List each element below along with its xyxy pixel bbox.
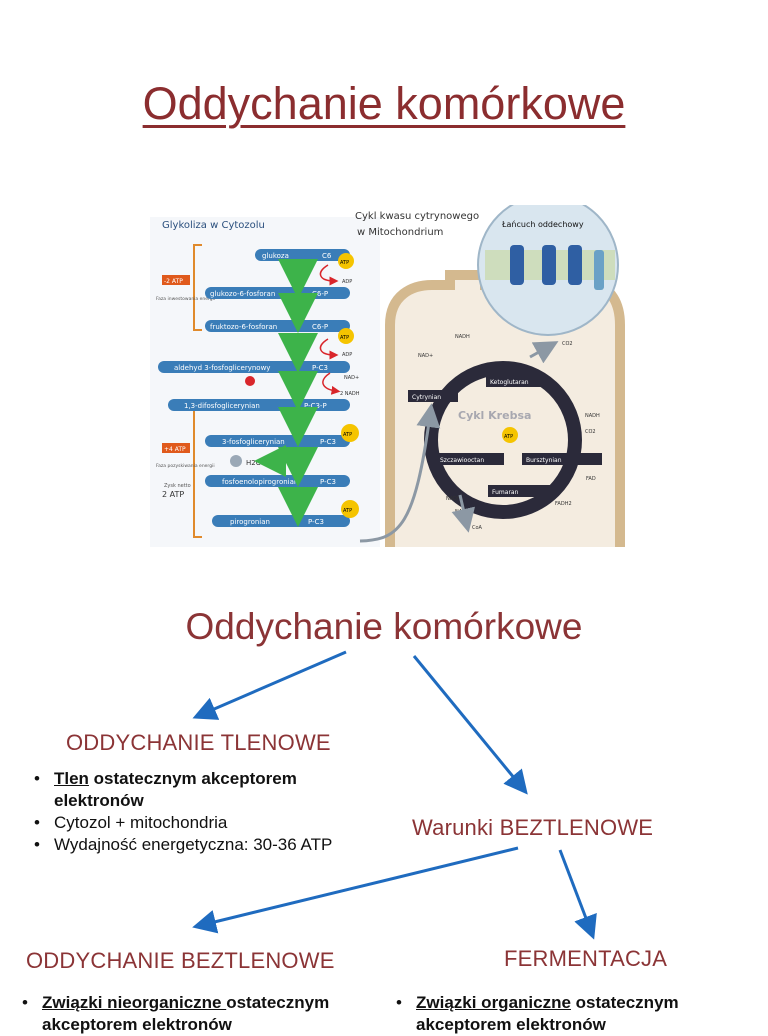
list-item: • Związki organiczne ostatecznym akcepto… bbox=[390, 992, 730, 1036]
anaerobic-heading: ODDYCHANIE BEZTLENOWE bbox=[26, 948, 335, 973]
list-item: • Związki nieorganiczne ostatecznym akce… bbox=[16, 992, 366, 1036]
anaerobic-list: • Związki nieorganiczne ostatecznym akce… bbox=[16, 992, 366, 1036]
step-formula: C6-P bbox=[312, 323, 328, 331]
nadh-label: NADH bbox=[585, 413, 600, 419]
respiration-figure: Glykoliza w Cytozolu -2 ATP Faza inwesto… bbox=[150, 194, 626, 551]
payoff-phase-label: Faza pozyskiwania energii bbox=[156, 463, 215, 469]
step-formula: C6-P bbox=[312, 290, 328, 298]
nadh-label: NADH bbox=[446, 496, 461, 502]
aerobic-location-text: Cytozol + mitochondria bbox=[54, 813, 228, 832]
co2-label: CO2 bbox=[585, 429, 596, 435]
step-formula: P-C3 bbox=[320, 438, 336, 446]
step-formula: C6 bbox=[322, 252, 332, 260]
bullet-dot: • bbox=[34, 835, 40, 854]
arrow-to-aerobic bbox=[192, 650, 347, 720]
step-label: fosfoenolopirogronian bbox=[222, 478, 298, 486]
aerobic-acceptor-term: Tlen bbox=[54, 769, 89, 788]
list-item: • Tlen ostatecznym akceptorem elektronów bbox=[28, 768, 368, 812]
bullet-dot: • bbox=[22, 993, 28, 1012]
step-formula: P-C3 bbox=[312, 364, 328, 372]
step-label: fruktozo-6-fosforan bbox=[210, 323, 277, 331]
bullet-dot: • bbox=[396, 993, 402, 1012]
water-label: H2O bbox=[246, 459, 262, 467]
nadh-label: 2 NADH bbox=[340, 391, 360, 397]
atp-label: ATP bbox=[343, 508, 352, 514]
step-label: aldehyd 3-fosfoglicerynowy bbox=[174, 364, 270, 372]
krebs-title-line1: Cykl kwasu cytrynowego bbox=[355, 211, 479, 222]
adp-label: ADP bbox=[342, 279, 352, 285]
coa-label: CoA bbox=[472, 525, 483, 531]
atp-label: ATP bbox=[504, 434, 513, 440]
step-label: 3-fosfoglicerynian bbox=[222, 438, 285, 446]
atp-label: ATP bbox=[343, 432, 352, 438]
electron-chain-title: Łańcuch oddechowy bbox=[501, 220, 584, 229]
page-title: Oddychanie komórkowe bbox=[142, 78, 626, 129]
szczawiooctan-label: Szczawiooctan bbox=[440, 457, 484, 464]
nad-label: NAD+ bbox=[418, 353, 433, 359]
step-label: pirogronian bbox=[230, 518, 270, 526]
fermentation-acceptor-term: Związki organiczne bbox=[416, 993, 571, 1012]
fadh2-label: FADH2 bbox=[555, 501, 572, 507]
arrow-to-fermentation bbox=[558, 849, 597, 940]
list-item: • Wydajność energetyczna: 30-36 ATP bbox=[28, 834, 368, 856]
step-formula: P-C3 bbox=[320, 478, 336, 486]
adp-label: ADP bbox=[342, 352, 352, 358]
plus-4-atp-label: +4 ATP bbox=[164, 446, 186, 453]
net-gain-label: Zysk netto bbox=[164, 483, 191, 489]
atp-label: ATP bbox=[340, 335, 349, 341]
minus-2-atp-label: -2 ATP bbox=[164, 278, 183, 285]
nadh-label: NADH bbox=[455, 334, 470, 340]
fad-label: FAD bbox=[586, 476, 596, 482]
arrow-to-anaerobic-conditions bbox=[412, 655, 528, 795]
atp-label: ATP bbox=[340, 260, 349, 266]
aerobic-heading: ODDYCHANIE TLENOWE bbox=[66, 730, 331, 755]
net-2-atp-label: 2 ATP bbox=[162, 490, 184, 499]
list-item: • Cytozol + mitochondria bbox=[28, 812, 368, 834]
anaerobic-conditions-heading: Warunki BEZTLENOWE bbox=[412, 815, 654, 840]
glycolysis-title: Glykoliza w Cytozolu bbox=[162, 220, 265, 231]
step-label: glukoza bbox=[262, 252, 289, 260]
bullet-dot: • bbox=[34, 769, 40, 788]
investment-phase-label: Faza inwestowania energii bbox=[156, 296, 215, 302]
atp-markers: ATP ADP ATP ADP ATP ATP NAD+ 2 NADH bbox=[245, 253, 360, 518]
diagram-title: Oddychanie komórkowe bbox=[185, 606, 583, 647]
fumaran-label: Fumaran bbox=[492, 489, 519, 496]
fermentation-heading: FERMENTACJA bbox=[504, 946, 668, 971]
bullet-dot: • bbox=[34, 813, 40, 832]
arrow-to-anaerobic-respiration bbox=[192, 846, 519, 934]
bursztynian-label: Bursztynian bbox=[526, 457, 562, 464]
ketoglutaran-label: Ketoglutaran bbox=[490, 379, 529, 386]
krebs-cycle-name: Cykl Krebsa bbox=[458, 409, 531, 422]
nad-label: NAD+ bbox=[344, 375, 359, 381]
aerobic-acceptor-text: ostatecznym akceptorem elektronów bbox=[54, 769, 297, 810]
krebs-title-line2: w Mitochondrium bbox=[357, 227, 443, 238]
respiration-illustration: Glykoliza w Cytozolu -2 ATP Faza inwesto… bbox=[150, 194, 625, 547]
co2-label: CO2 bbox=[562, 341, 573, 347]
step-label: glukozo-6-fosforan bbox=[210, 290, 275, 298]
anaerobic-acceptor-term: Związki nieorganiczne bbox=[42, 993, 227, 1012]
aerobic-list: • Tlen ostatecznym akceptorem elektronów… bbox=[28, 768, 368, 856]
cytrynian-label: Cytrynian bbox=[412, 394, 441, 401]
step-label: 1,3-difosfoglicerynian bbox=[184, 402, 260, 410]
aerobic-yield-text: Wydajność energetyczna: 30-36 ATP bbox=[54, 835, 333, 854]
fermentation-list: • Związki organiczne ostatecznym akcepto… bbox=[390, 992, 730, 1036]
